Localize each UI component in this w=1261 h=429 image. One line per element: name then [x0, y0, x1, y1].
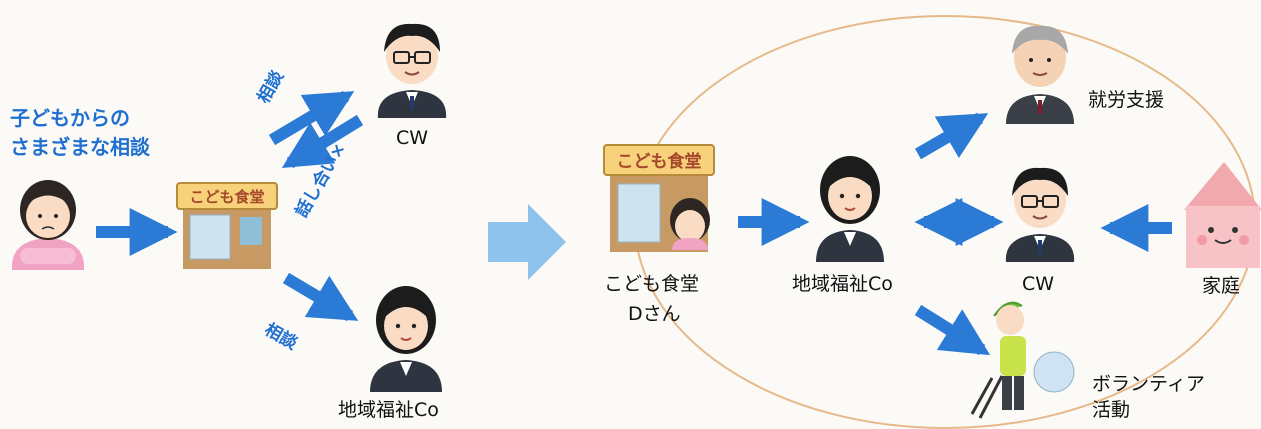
volunteer-label-line2: 活動 [1092, 399, 1131, 421]
arrow-regional-to-employment [914, 112, 989, 160]
regional-welfare-coordinator-icon [370, 286, 442, 392]
volunteer-label-line1: ボランティア [1092, 373, 1205, 395]
right-regional-label: 地域福祉Co [792, 273, 893, 295]
home-label: 家庭 [1202, 275, 1241, 297]
child-consult-caption-line1: 子どもからの [10, 106, 130, 130]
employment-support-man-icon [1006, 25, 1074, 124]
arrow-consult-to-regional [282, 272, 359, 322]
right-store-label-line2: Dさん [628, 303, 681, 325]
arrow-no-talk-from-cw [281, 114, 364, 169]
cw-man-icon [377, 23, 447, 118]
left-store-sign: こども食堂 [189, 188, 264, 206]
transition-arrow [488, 204, 566, 280]
right-kodomo-shokudo-store-icon [603, 144, 715, 252]
worried-child-icon [11, 180, 85, 270]
right-store-sign: こども食堂 [617, 151, 702, 172]
volunteer-activity-icon [970, 301, 1075, 419]
child-consult-caption-line2: さまざまな相談 [10, 135, 150, 159]
right-cw-label: CW [1022, 273, 1055, 295]
home-house-icon [1184, 162, 1261, 268]
arrow-regional-to-volunteer [914, 304, 991, 356]
employment-support-label: 就労支援 [1088, 89, 1165, 111]
right-store-label-line1: こども食堂 [604, 273, 700, 295]
left-regional-label: 地域福祉Co [338, 399, 439, 421]
left-cw-label: CW [396, 127, 429, 149]
kodomo-shokudo-store-icon [176, 182, 278, 269]
right-cw-man-icon [1005, 167, 1075, 262]
right-regional-coordinator-icon [816, 156, 884, 262]
